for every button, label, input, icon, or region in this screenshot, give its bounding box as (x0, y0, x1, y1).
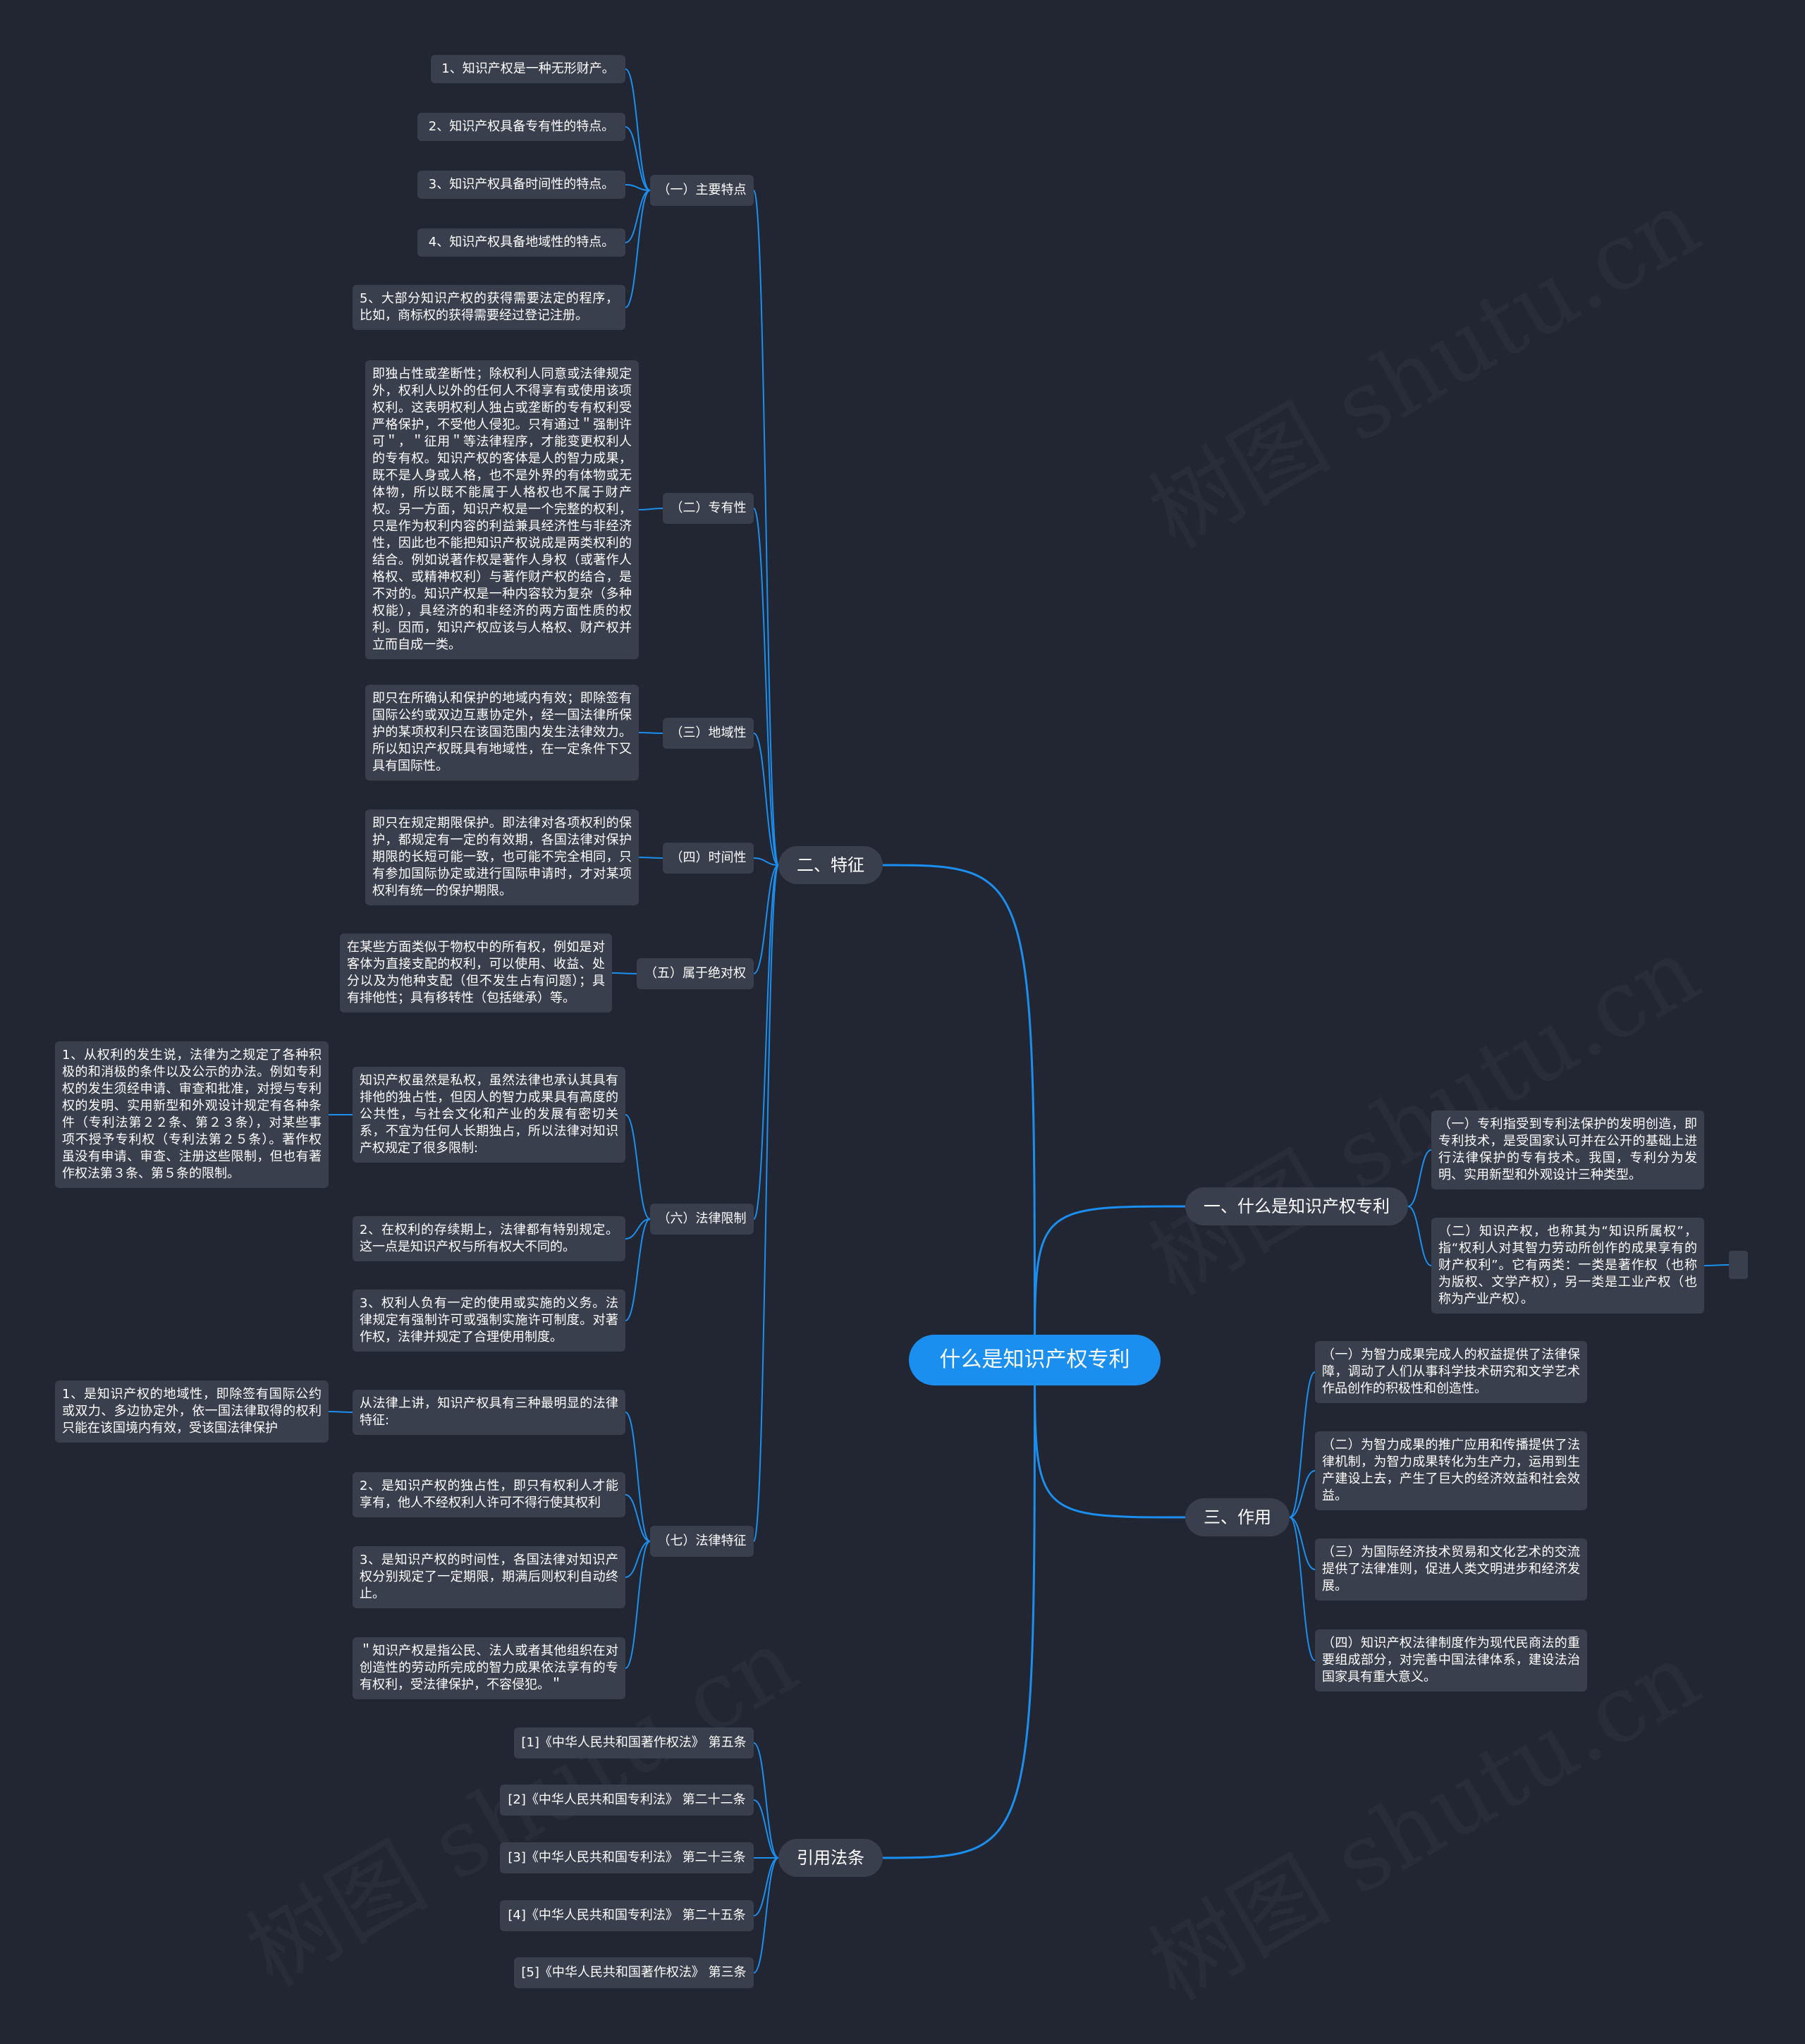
connector-line (1407, 1206, 1432, 1266)
cited-law-4[interactable]: [4]《中华人民共和国专利法》 第二十五条 (500, 1900, 754, 1931)
connector-line (753, 1742, 779, 1859)
connector-line (882, 1359, 1036, 1859)
connector-line (1034, 1205, 1186, 1361)
branch-what-is-ip[interactable]: 一、什么是知识产权专利 (1185, 1187, 1408, 1225)
connector-line (882, 864, 1036, 1361)
connector-line (625, 1218, 651, 1321)
connector-line (625, 68, 651, 191)
leaf-legal-features-intro[interactable]: 从法律上讲，知识产权具有三种最明显的法律特征: (353, 1390, 625, 1435)
leaf-legal-features-detail[interactable]: 1、是知识产权的地域性，即除签有国际公约或双力、多边协定外，依一国法律取得的权利… (55, 1381, 329, 1443)
leaf-legal-features-2[interactable]: 2、是知识产权的独占性，即只有权利人才能享有，他人不经权利人许可不得行使其权利 (353, 1472, 625, 1517)
leaf-function-2[interactable]: （二）为智力成果的推广应用和传播提供了法律机制，为智力成果转化为生产力，运用到生… (1315, 1431, 1587, 1510)
connector-line (753, 733, 779, 866)
connector-line (625, 184, 651, 191)
connector-line (625, 190, 651, 308)
branch-features[interactable]: 二、特征 (778, 846, 883, 884)
leaf-main-feature-1[interactable]: 1、知识产权是一种无形财产。 (431, 55, 625, 83)
sub-legal-limits[interactable]: （六）法律限制 (650, 1204, 754, 1235)
connector-line (753, 1857, 779, 1916)
connector-line (638, 857, 663, 859)
leaf-ip-definition[interactable]: （二）知识产权，也称其为“知识所属权”，指“权利人对其智力劳动所创作的成果享有的… (1431, 1218, 1704, 1314)
connector-line (1289, 1371, 1316, 1518)
connector-line (753, 864, 779, 1542)
branch-functions[interactable]: 三、作用 (1185, 1498, 1290, 1536)
leaf-legal-limits-3[interactable]: 3、权利人负有一定的使用或实施的义务。法律规定有强制许可或强制实施许可制度。对著… (353, 1290, 625, 1352)
leaf-main-feature-2[interactable]: 2、知识产权具备专有性的特点。 (417, 113, 625, 141)
leaf-function-4[interactable]: （四）知识产权法律制度作为现代民商法的重要组成部分，对完善中国法律体系，建设法治… (1315, 1629, 1587, 1691)
connector-line (625, 1218, 651, 1240)
connector-line (753, 508, 779, 866)
connector-line (1289, 1517, 1316, 1570)
leaf-territoriality[interactable]: 即只在所确认和保护的地域内有效；即除签有国际公约或双边互惠协定外，经一国法律所保… (365, 685, 639, 781)
connector-line (753, 864, 779, 1220)
leaf-main-feature-5[interactable]: 5、大部分知识产权的获得需要法定的程序，比如，商标权的获得需要经过登记注册。 (353, 285, 625, 330)
connector-line (611, 972, 637, 974)
connector-line (625, 1412, 651, 1542)
leaf-legal-limits-detail[interactable]: 1、从权利的发生说，法律为之规定了各种积极的和消极的条件以及公示的办法。例如专利… (55, 1041, 329, 1188)
connector-line (753, 190, 779, 866)
connector-line (625, 126, 651, 191)
cited-law-5[interactable]: [5]《中华人民共和国著作权法》 第三条 (514, 1957, 754, 1988)
sub-legal-features[interactable]: （七）法律特征 (650, 1526, 754, 1557)
connector-line (625, 1541, 651, 1578)
connector-line (638, 508, 663, 510)
leaf-main-feature-4[interactable]: 4、知识产权具备地域性的特点。 (417, 228, 625, 257)
leaf-function-1[interactable]: （一）为智力成果完成人的权益提供了法律保障，调动了人们从事科学技术研究和文学艺术… (1315, 1341, 1587, 1403)
leaf-legal-features-3[interactable]: 3、是知识产权的时间性，各国法律对知识产权分别规定了一定期限，期满后则权利自动终… (353, 1546, 625, 1608)
cited-law-1[interactable]: [1]《中华人民共和国著作权法》 第五条 (514, 1727, 754, 1758)
sub-exclusivity[interactable]: （二）专有性 (663, 493, 754, 524)
connector-line (1034, 1359, 1186, 1519)
leaf-function-3[interactable]: （三）为国际经济技术贸易和文化艺术的交流提供了法律准则，促进人类文明进步和经济发… (1315, 1538, 1587, 1601)
cited-law-2[interactable]: [2]《中华人民共和国专利法》 第二十二条 (500, 1785, 754, 1816)
leaf-timeliness[interactable]: 即只在规定期限保护。即法律对各项权利的保护，都规定有一定的有效期，各国法律对保护… (365, 809, 639, 905)
sub-absolute-right[interactable]: （五）属于绝对权 (637, 958, 754, 989)
sub-territoriality[interactable]: （三）地域性 (663, 718, 754, 749)
collapsed-node[interactable] (1729, 1251, 1748, 1279)
leaf-legal-limits-intro[interactable]: 知识产权虽然是私权，虽然法律也承认其具有排他的独占性，但因人的智力成果具有高度的… (353, 1067, 625, 1163)
branch-cited-laws[interactable]: 引用法条 (778, 1839, 883, 1877)
connector-line (625, 1114, 651, 1220)
leaf-legal-features-4[interactable]: ＂知识产权是指公民、法人或者其他组织在对创造性的劳动所完成的智力成果依法享有的专… (353, 1637, 625, 1699)
connector-line (1289, 1517, 1316, 1661)
connector-line (1703, 1264, 1730, 1266)
connector-line (625, 190, 651, 243)
cited-law-3[interactable]: [3]《中华人民共和国专利法》 第二十三条 (500, 1842, 754, 1873)
root-topic[interactable]: 什么是知识产权专利 (909, 1335, 1161, 1385)
connector-line (753, 864, 779, 974)
sub-main-features[interactable]: （一）主要特点 (650, 175, 754, 206)
leaf-patent-definition[interactable]: （一）专利指受到专利法保护的发明创造，即专利技术，是受国家认可并在公开的基础上进… (1431, 1110, 1704, 1189)
connector-line (625, 1541, 651, 1669)
connector-line (753, 857, 779, 866)
leaf-legal-limits-2[interactable]: 2、在权利的存续期上，法律都有特别规定。这一点是知识产权与所有权大不同的。 (353, 1216, 625, 1261)
leaf-main-feature-3[interactable]: 3、知识产权具备时间性的特点。 (417, 171, 625, 199)
sub-timeliness[interactable]: （四）时间性 (663, 843, 754, 874)
connector-line (1407, 1149, 1432, 1207)
connector-line (1289, 1470, 1316, 1518)
connector-line (753, 1857, 779, 1973)
leaf-exclusivity[interactable]: 即独占性或垄断性；除权利人同意或法律规定外，权利人以外的任何人不得享有或使用该项… (365, 360, 639, 659)
connector-line (753, 1799, 779, 1859)
connector-line (625, 1494, 651, 1542)
leaf-absolute-right[interactable]: 在某些方面类似于物权中的所有权，例如是对客体为直接支配的权利，可以使用、收益、处… (340, 934, 612, 1012)
